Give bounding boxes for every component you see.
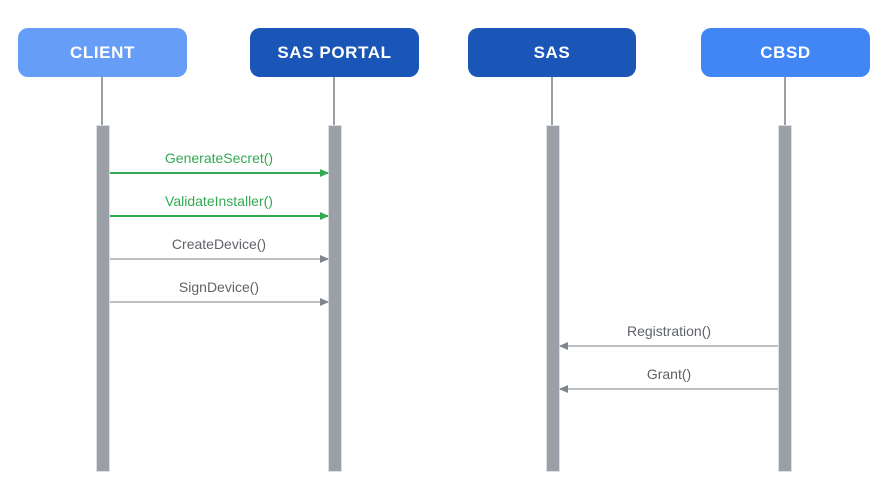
actor-box-sas: SAS [468, 28, 636, 77]
message-sign-device: SignDevice() [110, 277, 329, 306]
message-arrow-line [559, 385, 778, 393]
message-registration: Registration() [559, 321, 778, 350]
actor-label-sas: SAS [533, 42, 571, 62]
arrowhead-right-icon [320, 169, 329, 177]
message-label: CreateDevice() [171, 236, 267, 252]
actor-label-sas-portal: SAS PORTAL [277, 42, 392, 62]
actor-box-sas-portal: SAS PORTAL [250, 28, 419, 77]
arrowhead-right-icon [320, 255, 329, 263]
message-generate-secret: GenerateSecret() [110, 148, 329, 177]
message-label: Registration() [626, 323, 712, 339]
message-create-device: CreateDevice() [110, 234, 329, 263]
message-arrow-line [110, 298, 329, 306]
actor-label-client: CLIENT [70, 42, 135, 62]
message-label: Grant() [646, 366, 692, 382]
message-grant: Grant() [559, 364, 778, 393]
message-validate-installer: ValidateInstaller() [110, 191, 329, 220]
arrowhead-left-icon [559, 342, 568, 350]
actor-label-cbsd: CBSD [760, 42, 811, 62]
activation-bar-sas [546, 125, 560, 472]
message-arrow-line [110, 169, 329, 177]
arrowhead-left-icon [559, 385, 568, 393]
arrowhead-right-icon [320, 298, 329, 306]
actor-box-cbsd: CBSD [701, 28, 870, 77]
message-arrow-line [559, 342, 778, 350]
message-label: ValidateInstaller() [165, 193, 273, 209]
lifeline-client [101, 77, 103, 125]
lifeline-sas-portal [333, 77, 335, 125]
lifeline-sas [551, 77, 553, 125]
message-label: GenerateSecret() [164, 150, 274, 166]
activation-bar-client [96, 125, 110, 472]
activation-bar-cbsd [778, 125, 792, 472]
arrowhead-right-icon [320, 212, 329, 220]
activation-bar-sas-portal [328, 125, 342, 472]
message-arrow-line [110, 255, 329, 263]
message-arrow-line [110, 212, 329, 220]
actor-box-client: CLIENT [18, 28, 187, 77]
lifeline-cbsd [784, 77, 786, 125]
message-label: SignDevice() [178, 279, 260, 295]
